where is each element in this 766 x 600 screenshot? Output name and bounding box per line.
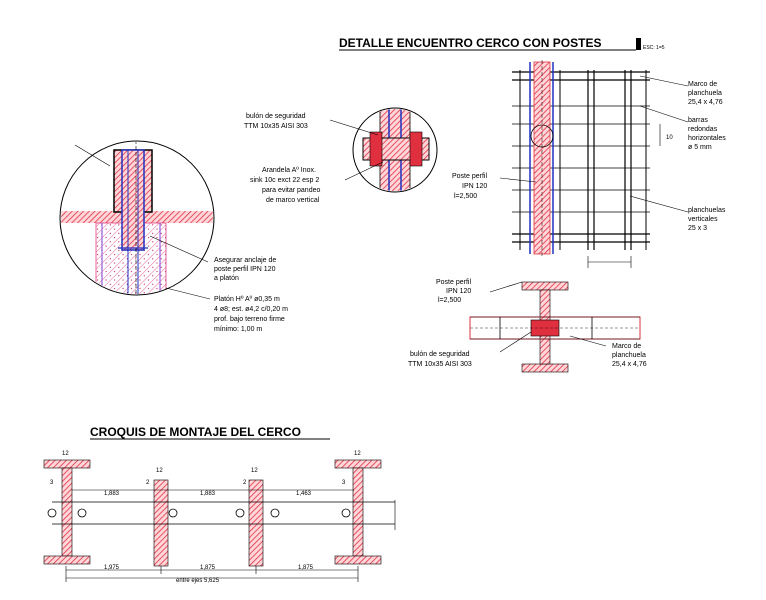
dim-span-c: 1,463 [296, 491, 312, 497]
dim-web-left: 3 [50, 480, 54, 486]
verticals-line-3: 25 x 3 [688, 225, 707, 232]
post-top-line-1: Poste perfil [452, 173, 487, 180]
post-mid-line-2: IPN 120 [446, 288, 471, 295]
verticals-line-1: planchuelas [688, 207, 726, 214]
post-base-detail [59, 140, 215, 300]
fence-elevation: 10 [499, 60, 689, 268]
verticals-callout: planchuelas verticales 25 x 3 [688, 207, 726, 232]
dim-flange-mid1: 12 [156, 468, 163, 474]
dim-total: entre ejes 5,625 [176, 578, 220, 584]
anchor-callout: Asegurar anclaje de poste perfil IPN 120… [214, 257, 276, 282]
verticals-line-2: verticales [688, 216, 718, 223]
bars-line-3: horizontales [688, 135, 726, 142]
bolt-mid-line-2: TTM 10x35 AISI 303 [408, 361, 472, 368]
pitch-dim: 10 [666, 135, 673, 141]
bolt-detail [329, 107, 438, 193]
bars-line-2: redondas [688, 126, 718, 133]
dim-gap-mid2: 2 [243, 480, 247, 486]
anchor-line-1: Asegurar anclaje de [214, 257, 276, 264]
dim-flange-mid2: 12 [251, 468, 258, 474]
bolt-line-1: bulón de seguridad [246, 113, 306, 120]
frame-line-3: 25,4 x 4,76 [688, 99, 723, 106]
montaje-assembly [43, 459, 396, 582]
dim-span-a: 1,883 [104, 491, 120, 497]
post-top-line-2: IPN 120 [462, 183, 487, 190]
frame-callout: Marco de planchuela 25,4 x 4,76 [688, 81, 723, 106]
dim-flange-left: 12 [62, 451, 69, 457]
post-mid-line-1: Poste perfil [436, 279, 471, 286]
frame-line-2: planchuela [688, 90, 722, 97]
post-top-callout: Poste perfil IPN 120 l=2,500 [452, 173, 487, 200]
bolt-mid-line-1: bulón de seguridad [410, 351, 470, 358]
montaje-dims: 12 12 12 12 3 2 2 3 1,883 1,883 1,463 1,… [50, 451, 361, 584]
plan-section [469, 281, 641, 373]
frame-mid-line-2: planchuela [612, 352, 646, 359]
frame-mid-line-1: Marco de [612, 343, 641, 350]
washer-line-3: para evitar pandeo [262, 187, 320, 194]
plinth-callout: Platón Hº Aº ø0,35 m 4 ø8; est. ø4,2 c/0… [214, 296, 288, 333]
frame-line-1: Marco de [688, 81, 717, 88]
dim-gap-mid1: 2 [146, 480, 150, 486]
dim-flange-right: 12 [354, 451, 361, 457]
main-title: DETALLE ENCUENTRO CERCO CON POSTES ESC: … [339, 36, 665, 51]
frame-mid-line-3: 25,4 x 4,76 [612, 361, 647, 368]
main-title-text: DETALLE ENCUENTRO CERCO CON POSTES [339, 36, 601, 50]
bars-callout: barras redondas horizontales ø 5 mm [688, 117, 726, 151]
bolt-mid-callout: bulón de seguridad TTM 10x35 AISI 303 [408, 351, 472, 368]
plinth-line-4: mínimo: 1,00 m [214, 326, 262, 333]
frame-mid-callout: Marco de planchuela 25,4 x 4,76 [612, 343, 647, 368]
plinth-line-3: prof. bajo terreno firme [214, 316, 285, 323]
anchor-line-3: a platón [214, 275, 239, 282]
dim-span-e: 1,875 [200, 565, 216, 571]
scale-text: ESC: 1=5 [643, 45, 665, 51]
plinth-line-2: 4 ø8; est. ø4,2 c/0,20 m [214, 306, 288, 313]
bars-line-1: barras [688, 117, 708, 124]
washer-line-1: Arandela Aº Inox. [262, 167, 316, 174]
bolt-callout: bulón de seguridad TTM 10x35 AISI 303 [244, 113, 308, 130]
post-top-line-3: l=2,500 [454, 193, 477, 200]
bolt-line-2: TTM 10x35 AISI 303 [244, 123, 308, 130]
dim-span-f: 1,875 [298, 565, 314, 571]
plinth-line-1: Platón Hº Aº ø0,35 m [214, 296, 280, 303]
washer-line-4: de marco vertical [266, 197, 320, 204]
anchor-line-2: poste perfil IPN 120 [214, 266, 276, 273]
montaje-title-text: CROQUIS DE MONTAJE DEL CERCO [90, 425, 301, 439]
washer-callout: Arandela Aº Inox. sink 10c exct 22 esp 2… [250, 167, 320, 204]
washer-line-2: sink 10c exct 22 esp 2 [250, 177, 319, 184]
dim-span-b: 1,883 [200, 491, 216, 497]
post-mid-callout: Poste perfil IPN 120 l=2,500 [436, 279, 471, 304]
post-mid-line-3: l=2,500 [438, 297, 461, 304]
dim-web-right: 3 [342, 480, 346, 486]
montaje-title: CROQUIS DE MONTAJE DEL CERCO [90, 425, 330, 440]
dim-span-d: 1,975 [104, 565, 120, 571]
bars-line-4: ø 5 mm [688, 144, 712, 151]
